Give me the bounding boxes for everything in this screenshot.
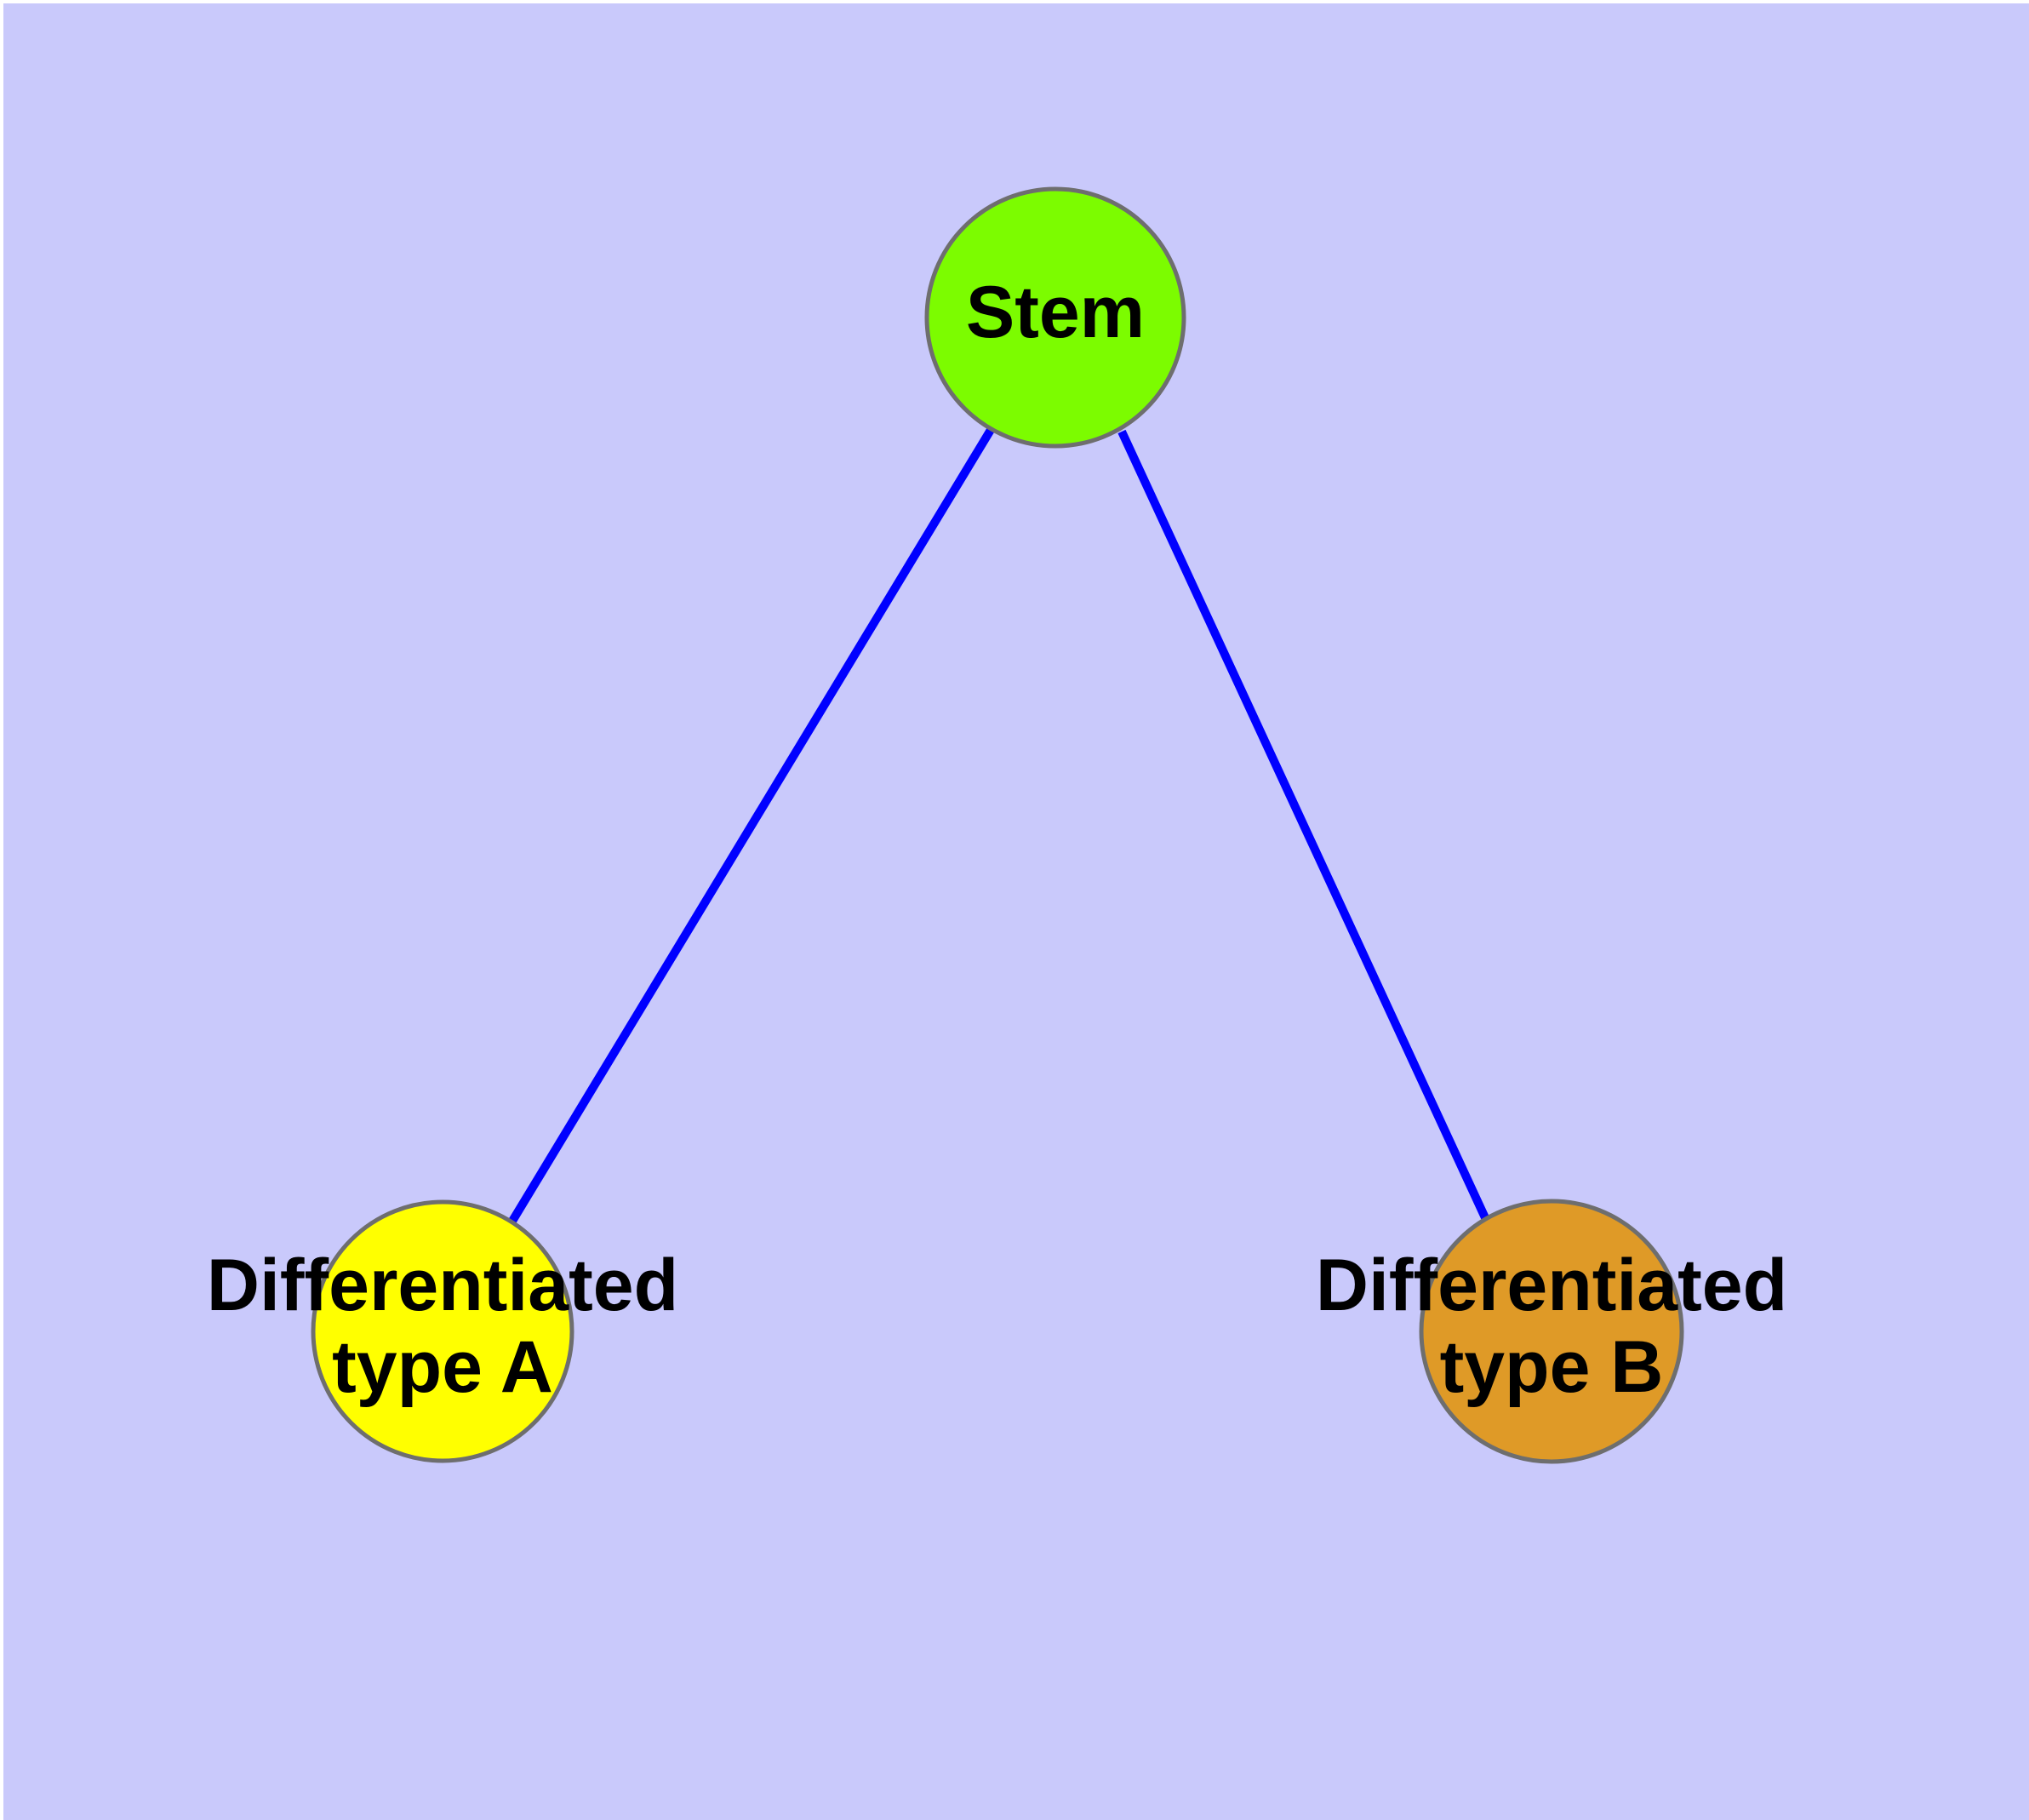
- graph-edge-stem-to-diff-b[interactable]: [1117, 429, 1492, 1226]
- graph-node-stem[interactable]: Stem: [924, 186, 1186, 449]
- node-label-stem: Stem: [966, 272, 1145, 353]
- node-circle-diff-b[interactable]: [1419, 1199, 1684, 1464]
- graph-edge-stem-to-diff-a[interactable]: [507, 427, 995, 1225]
- node-circle-diff-a[interactable]: [311, 1199, 574, 1463]
- edges-layer: [507, 427, 1492, 1226]
- node-circle-stem[interactable]: [924, 186, 1186, 449]
